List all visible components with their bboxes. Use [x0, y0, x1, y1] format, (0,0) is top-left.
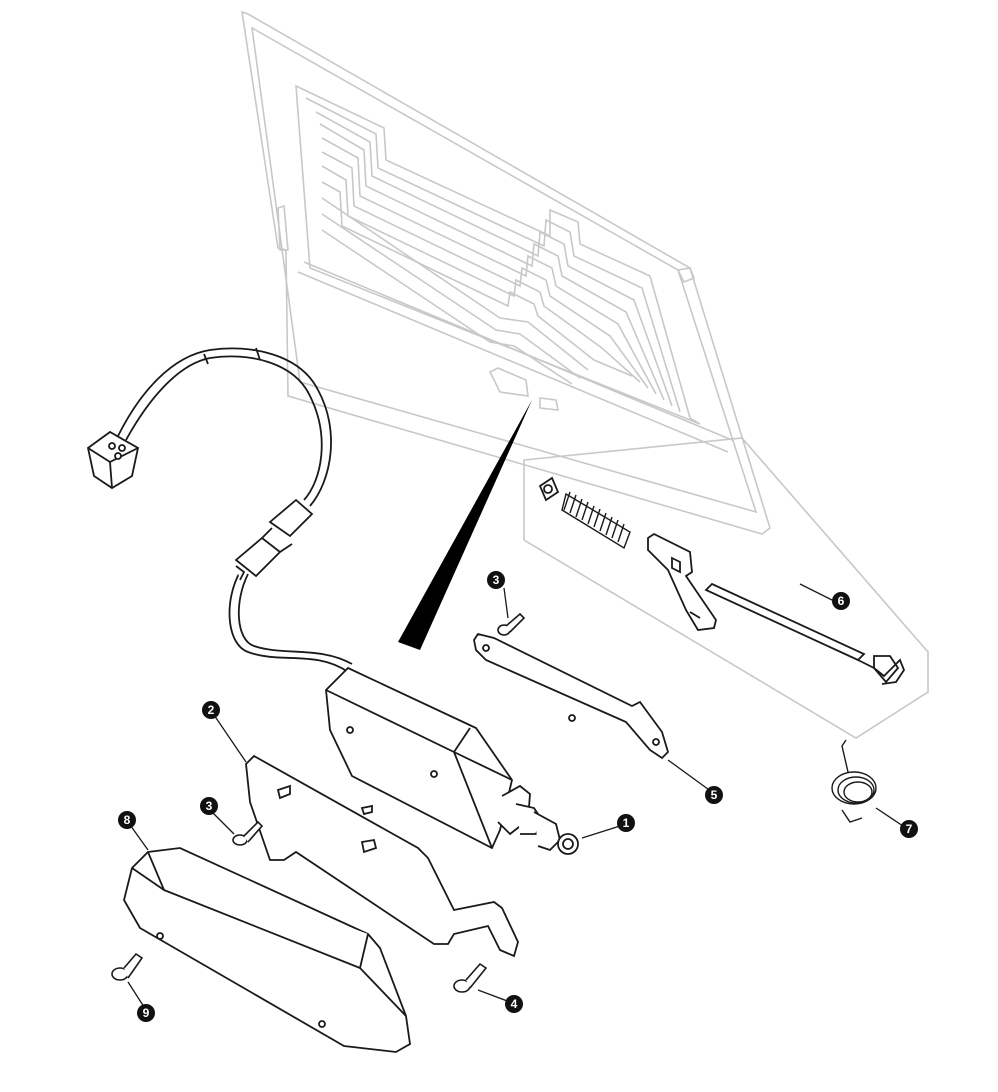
callout-4: 4: [505, 995, 523, 1013]
svg-text:9: 9: [143, 1006, 150, 1020]
callout-6: 6: [832, 592, 850, 610]
detail-box: [523, 437, 929, 739]
callout-8: 8: [118, 811, 136, 829]
callout-3-lower: 3: [200, 797, 218, 815]
actuator-1: [325, 666, 579, 855]
svg-text:2: 2: [208, 703, 215, 717]
svg-text:3: 3: [206, 799, 213, 813]
bracket-5: [473, 632, 670, 760]
callout-7: 7: [900, 820, 918, 838]
coil-spring: [561, 491, 631, 550]
latch-rod: [704, 582, 906, 685]
harness-plug: [86, 430, 140, 490]
callout-5: 5: [705, 786, 723, 804]
ghost-door-panel: [241, 10, 771, 535]
lever-bracket: [647, 532, 717, 631]
screw-3-lower: [232, 820, 264, 846]
screw-3-upper: [497, 612, 526, 636]
spring-clip: [538, 476, 560, 502]
svg-text:4: 4: [511, 997, 518, 1011]
leader-wedge: [398, 400, 532, 650]
svg-text:8: 8: [124, 813, 131, 827]
svg-text:6: 6: [838, 594, 845, 608]
callout-3-upper: 3: [487, 571, 505, 589]
lens-cover-8: [123, 847, 411, 1053]
callout-1: 1: [617, 814, 635, 832]
inline-connector: [234, 498, 314, 581]
torsion-spring-7: [831, 739, 877, 823]
cable-harness: [117, 347, 353, 673]
callout-2: 2: [202, 701, 220, 719]
screw-4: [453, 962, 488, 993]
svg-text:3: 3: [493, 573, 500, 587]
callout-9: 9: [137, 1004, 155, 1022]
screw-9: [111, 952, 144, 981]
svg-text:1: 1: [623, 816, 630, 830]
svg-text:5: 5: [711, 788, 718, 802]
svg-text:7: 7: [906, 822, 913, 836]
bracket-2: [245, 754, 519, 958]
